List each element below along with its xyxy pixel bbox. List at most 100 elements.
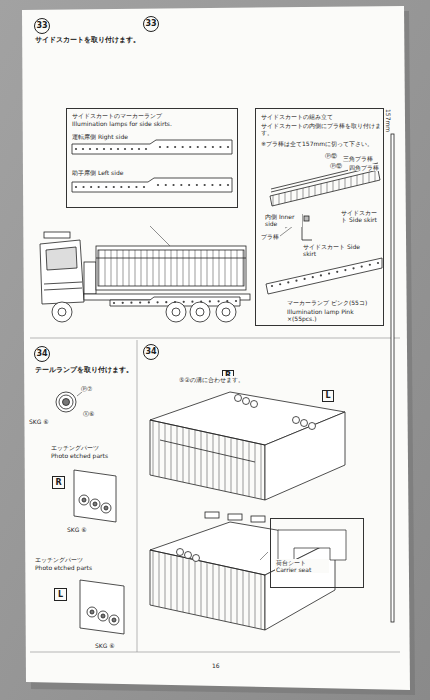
node-text: 荷台シート Carrier seat [275,559,329,573]
node-text: プラ棒 [260,233,280,240]
lamp-dot [82,148,84,150]
side-marker: L [54,588,67,601]
dump-truck [40,232,250,322]
rear-body [150,392,345,630]
lamp-dot [113,186,115,188]
lamp-dot [105,186,107,188]
lamp-dot [312,276,314,278]
lamp-dot [191,301,193,303]
part-label: エッチングパーツ [50,444,100,451]
lamp-dot [165,184,167,186]
lamp-dot [117,148,119,150]
lamp-dot [156,301,158,303]
part-label: Ⓟ⑫ [329,162,343,169]
lamp-dot [130,302,132,304]
step-number: 33 [34,18,50,34]
lamp-dot [209,300,211,302]
lamp-dot [196,184,198,186]
lamp-dot [124,148,126,150]
carrier-seat-part [260,530,346,560]
lamp-dot [113,302,115,304]
lamp-dot [197,146,199,148]
paper-sheet [22,6,410,690]
lamp-dot [377,262,379,264]
node-text: 34 [145,348,156,356]
lamp-dot [143,186,145,188]
lamp-dot [279,283,281,285]
lamp-dot [227,184,229,186]
side-marker: R [52,476,65,489]
node-text: 三角プラ棒 [342,155,374,162]
node-text: サイドスカート Side skirt [302,243,364,257]
skirt-assembly [266,163,382,294]
leader-line [150,226,170,246]
lamp-dot [304,278,306,280]
lamp-dot [219,146,221,148]
part-label: SKG ⑥ [94,642,116,649]
lamp-dot [182,146,184,148]
node-text: 34 [36,350,47,358]
part-label: 157mm [385,108,392,133]
lamp-dot [139,301,141,303]
lamp-dot [189,146,191,148]
part-label: Photo etched parts [34,564,93,571]
lamp-dot [271,285,273,287]
node-text: L [325,392,330,400]
node-text: 助手席側 Left side [71,169,124,176]
node-text: ※プラ棒は全て157mmに切って下さい。 [260,140,374,147]
lamp-dot [148,301,150,303]
lamp-dot [172,184,174,186]
part-label: エッチングパーツ [34,556,84,563]
step-number: 34 [34,346,50,362]
lamp-dot [174,146,176,148]
lamp-dot [287,281,289,283]
lamp-dot [235,300,237,302]
node-text: Illumination lamps for side skirts. [71,120,173,127]
lamp-dot [212,146,214,148]
part-label: 16 [211,662,221,669]
lamp-dot [75,148,77,150]
part-label: Photo etched parts [50,452,109,459]
lamp-dot [211,184,213,186]
node-text: 四角プラ棒 [348,164,380,171]
lamp-dot [219,184,221,186]
lamp-dot [369,264,371,266]
part-label: Ⓟ⑫ [324,152,338,159]
side-marker: L [322,390,334,402]
lamp-dot [336,271,338,273]
skirt-strips [72,140,232,192]
lamp-dot [328,273,330,275]
lamp-dot [103,148,105,150]
node-text: マーカーランプ ピンク(55コ) [286,299,368,306]
lamp-dot [320,274,322,276]
lamp-dot [188,184,190,186]
lamp-dot [89,148,91,150]
lamp-dot [159,146,161,148]
node-text: 33 [36,22,47,30]
lamp-dot [200,300,202,302]
plastic-rod [391,134,394,622]
step-number: 33 [143,16,159,32]
lamp-dot [157,184,159,186]
panel-dividers [30,338,400,652]
lamp-dot [183,301,185,303]
lamp-dot [204,146,206,148]
lamp-dot [96,148,98,150]
lamp-dot [361,265,363,267]
lamp-dot [145,148,147,150]
node-text: 33 [145,20,156,28]
detail-inset: 荷台シート Carrier seat [270,518,364,588]
part-label: SKG ⑥ [28,418,50,425]
node-text: サイドスカート Side skirt [340,209,383,223]
lamp-dot [166,146,168,148]
lamp-dot [352,267,354,269]
lamp-dot [128,186,130,188]
lamp-dot [98,186,100,188]
lamp-dot [165,301,167,303]
lamp-dot [295,280,297,282]
lamp-dot [180,184,182,186]
lamp-dot [217,300,219,302]
lamp-dot [227,146,229,148]
lamp-dot [120,186,122,188]
